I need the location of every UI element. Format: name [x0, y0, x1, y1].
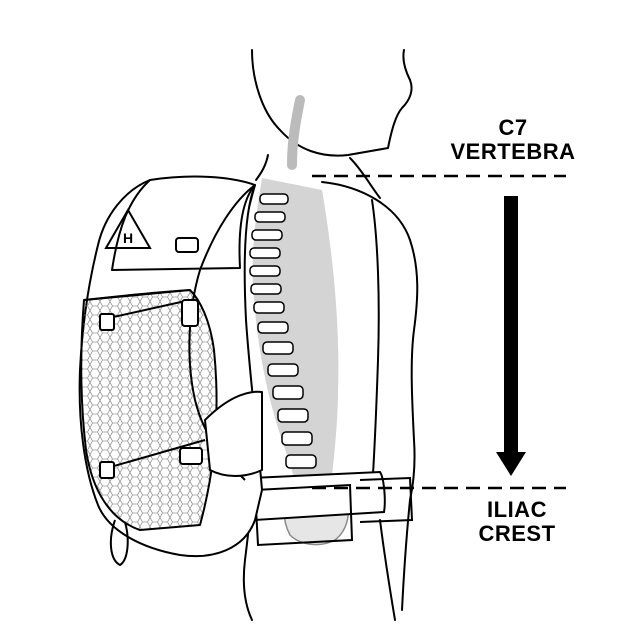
hip-belt [248, 470, 414, 547]
vertebra [254, 211, 286, 223]
pack-loop [109, 519, 129, 566]
c7-label-line2: VERTEBRA [450, 139, 576, 164]
vertebra [281, 431, 313, 446]
strap-buckle [99, 461, 115, 479]
vertebra [249, 265, 281, 277]
vertebra [262, 341, 294, 355]
hip-belt-pocket [253, 483, 354, 547]
logo-icon: H [104, 208, 152, 249]
vertebra [285, 454, 317, 469]
svg-text:H: H [123, 230, 133, 246]
vertebra [253, 301, 285, 314]
c7-label-line1: C7 [498, 115, 528, 140]
pack-lid [111, 179, 256, 271]
sternum-buckle [175, 237, 199, 253]
mesh-pocket [80, 289, 218, 531]
down-arrow-icon [496, 196, 526, 476]
sternum-buckle [181, 299, 199, 327]
arm-inner [371, 199, 380, 491]
vertebra [249, 247, 281, 259]
spine [249, 95, 339, 500]
neck-outline [255, 154, 269, 181]
head-outline [251, 49, 413, 157]
backpack [78, 175, 263, 566]
mesh-pocket-outline [83, 289, 191, 301]
vertebra [272, 385, 304, 400]
front-neck [349, 157, 381, 199]
iliac-crest-label: ILIAC CREST [462, 498, 572, 546]
side-panel [204, 390, 263, 477]
vertebra [257, 321, 289, 334]
hip-outline [379, 519, 396, 621]
vertebra [250, 283, 282, 295]
strap-buckle [99, 313, 115, 331]
vertebra [251, 229, 283, 241]
vertebra [259, 193, 289, 205]
vertebrae [249, 193, 317, 469]
compression-strap-bottom [99, 439, 206, 471]
vertebra [277, 408, 309, 423]
vertebra [267, 363, 299, 377]
sternum-buckle [179, 447, 203, 465]
cervical-spine [287, 95, 305, 170]
hip-belt-strap [359, 476, 414, 523]
c7-vertebra-label: C7 VERTEBRA [438, 116, 588, 164]
spine-shade [252, 178, 339, 500]
iliac-label-line1: ILIAC [487, 497, 547, 522]
iliac-label-line2: CREST [478, 521, 556, 546]
measurement-guides [312, 174, 566, 490]
